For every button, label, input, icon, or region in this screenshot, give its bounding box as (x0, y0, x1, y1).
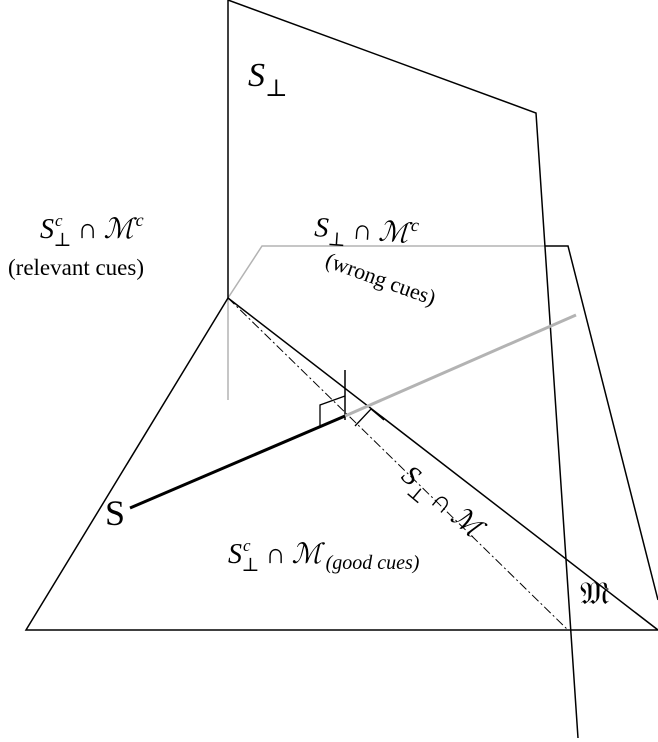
m-plane-front-edge (24, 296, 658, 631)
intersection-label: S⊥∩ℳ (392, 460, 491, 551)
svg-text:(wrong cues): (wrong cues) (322, 247, 439, 310)
wrong-cues-label: S⊥∩ℳc (wrong cues) (313, 208, 440, 310)
svg-text:S⊥∩ℳc: S⊥∩ℳc (313, 208, 420, 256)
s-line-hidden (344, 313, 577, 418)
m-plane-right-edge (545, 245, 658, 601)
s-line-label: S (105, 493, 125, 533)
svg-text:(relevant cues): (relevant cues) (8, 255, 144, 280)
right-angle-marker-2 (354, 408, 385, 427)
svg-text:Sc⊥∩ℳc: Sc⊥∩ℳc (40, 210, 144, 251)
right-angle-marker-1 (319, 395, 346, 426)
s-perp-label: S⊥ (248, 57, 288, 102)
s-perp-plane-edge (227, 0, 579, 739)
s-line-visible (129, 414, 346, 510)
good-cues-label: Sc⊥∩ℳ(good cues) (228, 536, 420, 576)
m-plane-back-edge (227, 245, 545, 400)
m-plane-label: 𝔐 (580, 575, 609, 611)
intersection-line (227, 297, 569, 631)
